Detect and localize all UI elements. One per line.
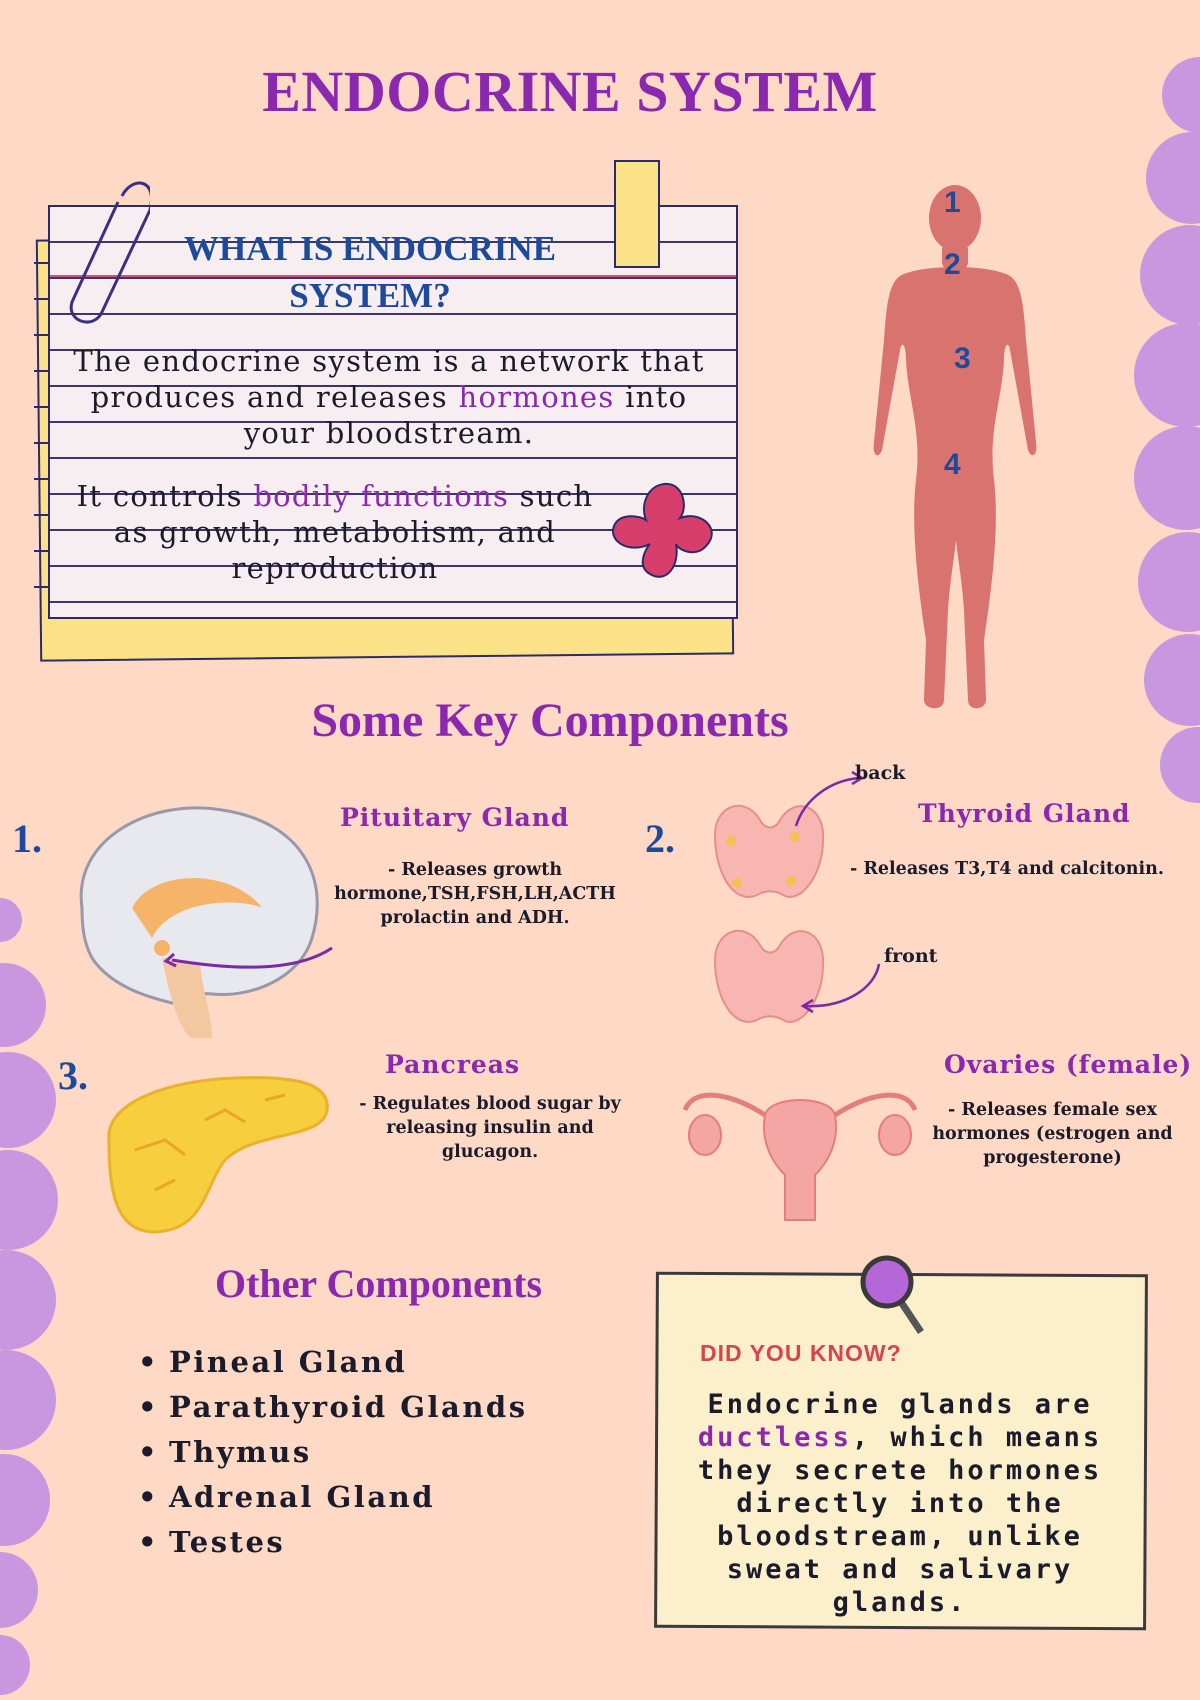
body-marker-1: 1 [944, 186, 961, 219]
did-you-know-title: DID YOU KNOW? [700, 1340, 902, 1366]
did-you-know-text: Endocrine glands are ductless, which mea… [697, 1389, 1103, 1618]
pancreas-illustration [107, 1076, 329, 1234]
component-name-pancreas: Pancreas [385, 1050, 521, 1079]
arrow-front-icon [800, 963, 881, 1014]
body-marker-4: 4 [944, 448, 961, 481]
notepad [48, 205, 738, 619]
intro-paragraph-2: It controls bodily functions such as gro… [76, 479, 594, 585]
list-item: Pineal Gland [138, 1340, 528, 1385]
component-desc-thyroid: - Releases T3,T4 and calcitonin. [850, 859, 1164, 879]
thyroid-illustration [713, 804, 825, 1023]
component-number-2: 2. [645, 816, 675, 861]
list-item: Adrenal Gland [138, 1475, 528, 1520]
list-item: Testes [138, 1520, 528, 1565]
intro-paragraph-1: The endocrine system is a network that p… [73, 344, 705, 450]
magnifier-icon [860, 1255, 924, 1334]
component-number-3: 3. [58, 1053, 88, 1098]
component-desc-pituitary: - Releases growth hormone,TSH,FSH,LH,ACT… [334, 860, 616, 928]
component-name-pituitary: Pituitary Gland [340, 803, 570, 832]
body-marker-3: 3 [954, 342, 971, 375]
component-name-ovaries: Ovaries (female) [944, 1050, 1193, 1079]
list-item: Thymus [138, 1430, 528, 1475]
component-number-1: 1. [12, 816, 42, 861]
list-item: Parathyroid Glands [138, 1385, 528, 1430]
flower-icon [612, 482, 713, 578]
page-title: ENDOCRINE SYSTEM [262, 59, 878, 124]
component-name-thyroid: Thyroid Gland [918, 799, 1131, 828]
thyroid-front-label: front [884, 945, 938, 967]
thyroid-back-label: back [855, 762, 906, 784]
body-marker-2: 2 [944, 248, 961, 281]
brain-illustration [79, 806, 333, 1038]
sticky-tab [614, 160, 660, 268]
other-components-list: Pineal Gland Parathyroid Glands Thymus A… [138, 1340, 528, 1565]
key-components-heading: Some Key Components [311, 694, 789, 747]
paperclip-icon [69, 181, 150, 324]
uterus-illustration [682, 1092, 918, 1221]
other-components-heading: Other Components [215, 1261, 543, 1306]
human-body-figure [873, 185, 1037, 709]
component-desc-ovaries: - Releases female sex hormones (estrogen… [932, 1100, 1173, 1168]
arrow-back-icon [794, 770, 865, 827]
component-desc-pancreas: - Regulates blood sugar by releasing ins… [359, 1094, 621, 1162]
intro-question: WHAT IS ENDOCRINE SYSTEM? [183, 229, 557, 315]
